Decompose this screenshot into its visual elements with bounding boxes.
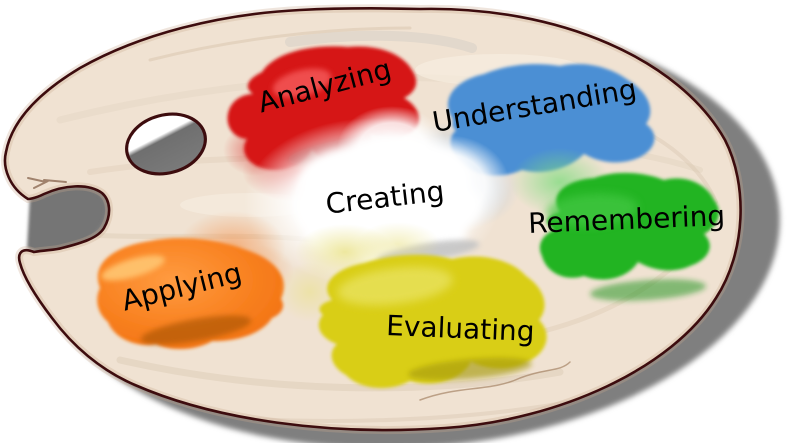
palette-rim [3,7,742,432]
paint-blob-evaluating [278,222,547,388]
paint-blob-applying [97,211,294,350]
notch-shadow [27,186,106,252]
paint-body-blue [447,63,655,176]
label-remembering: Remembering [528,199,726,240]
thumb-hole [125,112,207,176]
paint-blob-remembering [510,148,719,301]
label-evaluating: Evaluating [386,309,536,348]
